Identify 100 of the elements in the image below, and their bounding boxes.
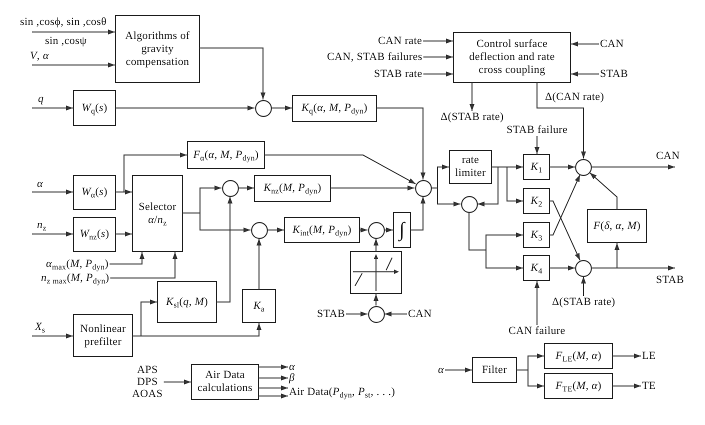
signal-arrow — [410, 196, 426, 230]
signal-arrow — [110, 252, 178, 278]
process-block — [115, 15, 200, 83]
signal-arrow — [238, 186, 254, 190]
signal-arrow — [182, 212, 251, 232]
process-block — [187, 141, 265, 169]
signal-label: α$_{max}$(M, P$_{dyn}$) — [45, 258, 110, 270]
summing-junction — [368, 306, 384, 322]
block-label: K$_{nz}$(M, P$_{dyn}$) — [264, 182, 322, 195]
signal-arrow — [360, 228, 368, 232]
process-block — [242, 289, 276, 323]
signal-label: α — [288, 362, 296, 372]
block-label: F$_{TE}$(M, α) — [556, 380, 602, 392]
signal-arrow — [116, 106, 255, 110]
block-label: Nonlinear prefilter — [79, 322, 127, 348]
process-block — [453, 32, 571, 83]
signal-arrow — [550, 164, 576, 170]
process-block — [73, 90, 116, 126]
signal-arrow — [330, 186, 415, 190]
signal-arrow — [346, 312, 368, 316]
signal-label: STAB — [316, 308, 346, 320]
block-label: F$_{LE}$(M, α) — [556, 350, 602, 362]
signal-arrow — [116, 232, 132, 236]
signal-arrow — [470, 82, 474, 112]
signal-arrow — [570, 42, 600, 46]
edge-label: sin ,cosϕ, sin ,cosθ — [20, 16, 107, 28]
process-block — [157, 281, 217, 323]
block-label: Algorithms of gravity compensation — [124, 30, 191, 68]
summing-junction — [460, 196, 478, 212]
signal-arrow — [550, 174, 580, 236]
signal-arrow — [550, 266, 576, 270]
signal-label: CAN — [599, 38, 625, 50]
signal-arrow — [534, 280, 540, 326]
signal-arrow — [32, 334, 74, 338]
process-block — [132, 175, 183, 252]
signal-arrow — [374, 238, 378, 252]
block-label: K$_{4}$ — [530, 262, 542, 274]
signal-arrow — [422, 38, 454, 44]
edge-label: Δ(CAN rate) — [545, 91, 604, 103]
edge-label: n$_{z}$ — [37, 219, 46, 231]
process-block — [73, 217, 116, 252]
process-block — [292, 95, 377, 122]
block-label: Filter — [482, 364, 508, 376]
signal-arrow — [516, 370, 544, 388]
summing-junction — [368, 222, 384, 238]
signal-arrow — [32, 62, 116, 68]
signal-arrow — [32, 190, 74, 194]
signal-arrow — [422, 54, 454, 60]
process-block — [587, 209, 647, 243]
edge-label: X$_{s}$ — [35, 321, 46, 333]
signal-label: CAN — [407, 308, 433, 320]
signal-arrow — [592, 164, 676, 170]
block-label: rate limiter — [454, 154, 487, 180]
signal-label: Δ(STAB rate) — [440, 111, 505, 123]
signal-label: CAN failure — [508, 325, 566, 337]
process-block — [544, 373, 613, 399]
signal-arrow — [477, 166, 498, 206]
signal-label: Air Data(P$_{dyn}$, P$_{st}$, . . .) — [288, 383, 396, 401]
signal-arrow — [536, 82, 586, 159]
signal-arrow — [374, 294, 378, 306]
block-label: K$_{3}$ — [530, 228, 542, 242]
block-label: ∫ — [399, 218, 405, 242]
signal-label: STAB — [599, 68, 630, 80]
summing-junction — [250, 222, 268, 238]
edge-label: CAN — [656, 150, 680, 162]
process-block — [449, 150, 492, 184]
signal-arrow — [132, 322, 262, 336]
summing-junction — [575, 158, 592, 176]
signal-arrow — [612, 384, 642, 388]
signal-label: CAN, STAB failures — [326, 51, 424, 63]
block-label: W$_{α}$(s) — [82, 186, 108, 199]
signal-arrow — [267, 228, 284, 232]
signal-arrow — [200, 48, 266, 100]
signal-arrow — [32, 106, 74, 110]
signal-arrow — [384, 312, 408, 316]
block-label: K$_{sl}$(q, M) — [166, 296, 208, 308]
process-block — [191, 364, 259, 400]
summing-junction — [222, 180, 238, 196]
signal-arrow — [581, 276, 586, 296]
signal-label: TE — [641, 380, 657, 392]
signal-arrow — [216, 196, 232, 302]
signal-label: STAB failure — [506, 124, 569, 136]
process-block — [544, 343, 613, 369]
block-label: K$_{q}$(α, M, P$_{dyn}$) — [301, 102, 368, 115]
process-block — [523, 154, 550, 180]
signal-arrow — [258, 376, 288, 380]
process-block — [523, 222, 550, 248]
signal-arrow — [589, 172, 618, 210]
signal-label: β — [288, 373, 296, 383]
signal-label: CAN rate — [377, 35, 424, 47]
block-label: W$_{nz}$(s) — [80, 228, 110, 241]
summing-junction — [414, 180, 432, 196]
signal-arrow — [271, 106, 292, 110]
signal-arrow — [444, 368, 472, 372]
block-label: F$_{α}$(α, M, P$_{dyn}$) — [193, 148, 259, 162]
edge-label: V, α — [30, 50, 49, 62]
block-label: K$_{1}$ — [530, 160, 542, 174]
signal-arrow — [258, 394, 288, 398]
signal-arrow — [258, 364, 288, 370]
signal-label: APS DPS AOAS — [131, 364, 164, 400]
